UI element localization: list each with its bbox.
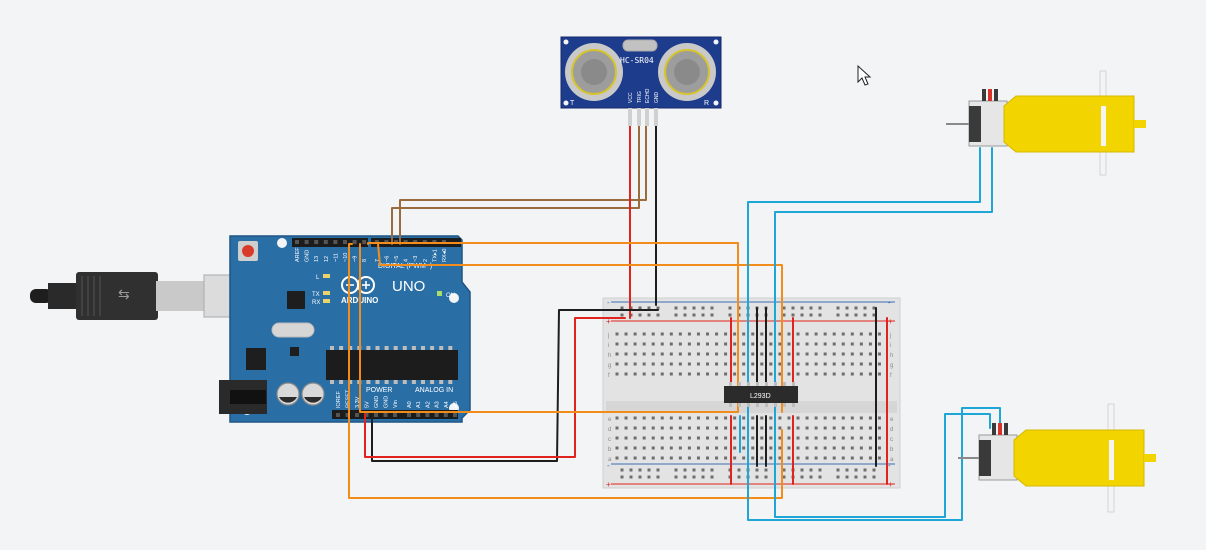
arduino-analog-pin-label: A5: [453, 401, 459, 408]
analog-header-label: ANALOG IN: [415, 387, 453, 394]
power-header-label: POWER: [366, 387, 392, 394]
breadboard-row-label: i: [608, 343, 609, 349]
rail-plus-top-right: +: [888, 317, 893, 326]
rail-minus-bottom-left: -: [607, 461, 610, 470]
driver-label: L293D: [750, 393, 771, 400]
breadboard-row-label: f: [890, 373, 892, 379]
breadboard-row-label: a: [890, 457, 894, 463]
arduino-analog-pin-label: A1: [416, 401, 422, 408]
breadboard-row-label: f: [608, 373, 610, 379]
breadboard-row-label: g: [890, 363, 893, 369]
arduino-power-pin-label: Vin: [393, 400, 399, 408]
l293d-driver-chip[interactable]: L293D: [724, 382, 798, 407]
arduino-top-pin-label: 12: [324, 256, 330, 262]
breadboard-row-label: a: [608, 457, 612, 463]
wire-brown-trig[interactable]: [391, 125, 640, 245]
arduino-top-pin-label: ~11: [333, 253, 339, 262]
arduino-top-pin-label: 13: [314, 256, 320, 262]
arduino-model: UNO: [392, 278, 425, 295]
arduino-top-pin-label: TX▸1: [432, 249, 438, 262]
arduino-top-pin-label: ~3: [413, 256, 419, 262]
wire-blue-motor1-b[interactable]: [774, 147, 993, 518]
wire-blue-motor1-a[interactable]: [747, 147, 1001, 521]
breadboard-row-label: b: [608, 447, 612, 453]
arduino-top-pin-label: ~9: [353, 256, 359, 262]
breadboard-row-label: e: [608, 417, 612, 423]
sensor-r-mark: R: [704, 100, 709, 107]
arduino-top-pin-label: ~10: [343, 253, 349, 262]
breadboard-row-label: e: [890, 417, 894, 423]
usb-cable-icon[interactable]: ⇆: [30, 272, 265, 320]
breadboard-row-label: g: [608, 363, 611, 369]
wire-orange-pin9[interactable]: [359, 242, 739, 413]
led-label-l: L: [316, 275, 320, 281]
wire-brown-echo[interactable]: [399, 125, 647, 245]
arduino-power-pin-label: 3.3V: [355, 396, 361, 408]
arduino-top-pin-label: 7: [375, 259, 381, 262]
sensor-pin-label: TRIG: [637, 91, 643, 103]
led-label-tx: TX: [312, 292, 320, 298]
arduino-top-pin-label: 2: [423, 259, 429, 262]
breadboard-row-label: c: [608, 437, 611, 443]
arduino-power-pin-label: 5V: [365, 401, 371, 408]
breadboard-row-label: j: [889, 333, 891, 339]
sensor-pin-label: ECHO: [645, 88, 651, 103]
on-led-label: ON: [446, 293, 455, 299]
arduino-top-pin-label: 8: [362, 259, 368, 262]
breadboard-row-label: i: [890, 343, 891, 349]
breadboard-row-label: h: [890, 353, 893, 359]
rail-plus-top-left: +: [606, 317, 611, 326]
arduino-top-pin-label: 4: [404, 259, 410, 262]
cursor-icon: [857, 64, 872, 86]
arduino-analog-pin-label: A3: [435, 401, 441, 408]
wire-orange-pin8[interactable]: [377, 243, 783, 413]
arduino-power-pin-label: IOREF: [336, 391, 342, 408]
breadboard-row-label: h: [608, 353, 611, 359]
breadboard-row-label: d: [890, 427, 893, 433]
arduino-power-pin-label: GND: [384, 396, 390, 408]
svg-text:⇆: ⇆: [118, 286, 130, 302]
digital-header-label: DIGITAL (PWM~): [378, 263, 432, 270]
dc-motor-icon[interactable]: [958, 403, 1156, 513]
rail-plus-bottom-left: +: [606, 480, 611, 489]
sensor-pin-label: GND: [654, 92, 660, 104]
dc-motor-icon[interactable]: [946, 70, 1146, 176]
rail-minus-bottom-right: -: [888, 461, 891, 470]
breadboard-row-label: c: [890, 437, 893, 443]
led-label-rx: RX: [312, 300, 320, 306]
sensor-pins: [628, 108, 658, 126]
breadboard-jumpers: [730, 307, 888, 485]
arduino-analog-pin-label: A2: [425, 401, 431, 408]
breadboard-row-label: j: [607, 333, 609, 339]
arduino-top-pin-label: ~6: [384, 256, 390, 262]
arduino-top-pin-label: ~5: [394, 256, 400, 262]
breadboard-row-label: d: [608, 427, 611, 433]
arduino-top-pin-label: AREF: [295, 247, 301, 262]
arduino-analog-pin-label: A0: [407, 401, 413, 408]
wire-red-power[interactable]: [364, 317, 626, 458]
sensor-t-mark: T: [570, 100, 575, 107]
breadboard-row-label: b: [890, 447, 894, 453]
wires: [348, 125, 1001, 521]
arduino-analog-pin-label: A4: [444, 401, 450, 408]
arduino-top-pin-label: RX◂0: [442, 249, 448, 262]
sensor-pin-label: VCC: [628, 92, 634, 103]
arduino-top-pin-label: GND: [305, 250, 311, 262]
rail-minus-top-left: -: [607, 298, 610, 307]
rail-plus-bottom-right: +: [888, 480, 893, 489]
sensor-model-label: HC-SR04: [620, 56, 654, 65]
arduino-power-pin-label: GND: [374, 396, 380, 408]
wire-orange-pin12[interactable]: [348, 243, 783, 499]
rail-minus-top-right: -: [888, 298, 891, 307]
wire-black-ground[interactable]: [371, 309, 659, 462]
